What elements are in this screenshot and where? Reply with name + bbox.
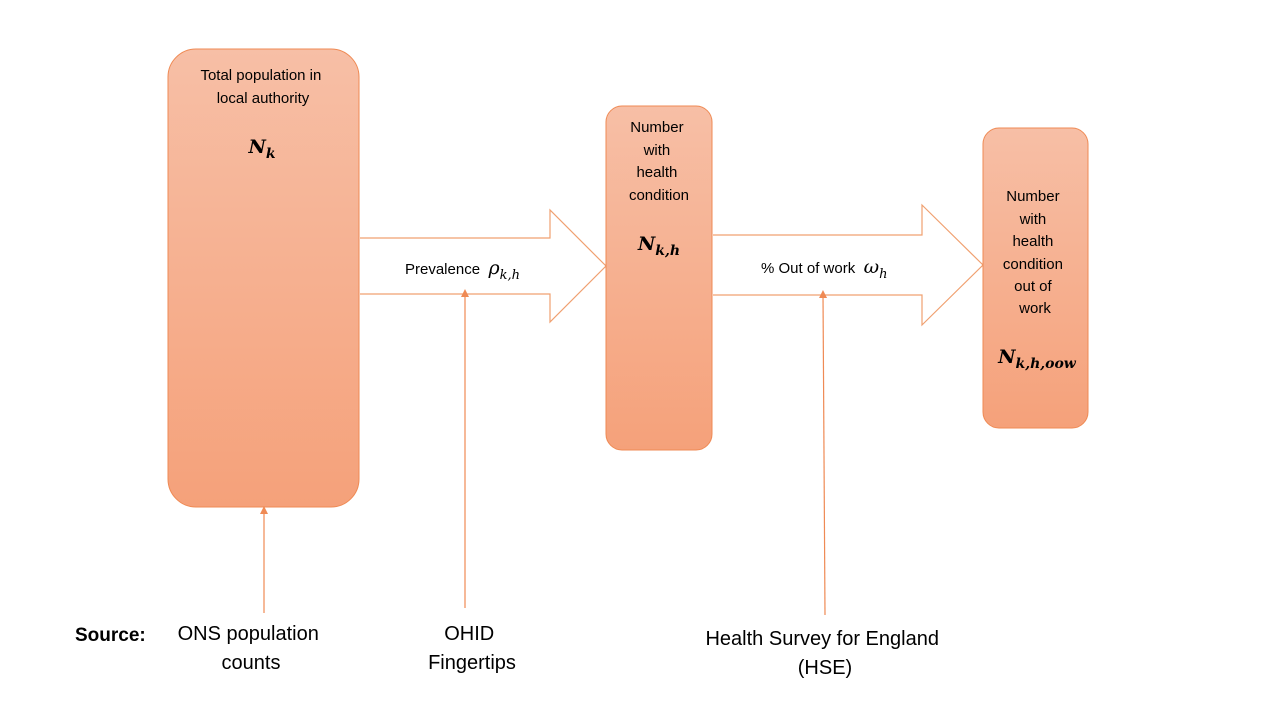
source-ohid: OHID Fingertips bbox=[428, 623, 516, 674]
source-hse: Health Survey for England (HSE) bbox=[705, 628, 944, 679]
condition-symbol: Nk,h bbox=[637, 233, 680, 259]
source-heading: Source: bbox=[75, 625, 146, 646]
population-symbol: Nk bbox=[247, 136, 275, 162]
out-of-work-symbol: Nk,h,oow bbox=[997, 346, 1077, 372]
prevalence-label: Prevalence ρk,h bbox=[405, 257, 520, 283]
hse-pointer-arrow bbox=[819, 290, 828, 616]
out-of-work-box: Number with health condition out of work… bbox=[982, 127, 1089, 429]
out-of-work-arrow: % Out of work ωh bbox=[713, 203, 984, 327]
population-box-label: Total population in local authority bbox=[200, 67, 325, 107]
out-of-work-label: % Out of work ωh bbox=[761, 256, 888, 282]
condition-box-label: Number with health condition bbox=[629, 119, 689, 204]
condition-box: Number with health condition Nk,h bbox=[605, 105, 713, 451]
prevalence-arrow: Prevalence ρk,h bbox=[360, 208, 607, 324]
source-ons: ONS population counts bbox=[178, 623, 325, 674]
out-of-work-box-label: Number with health condition out of work bbox=[1003, 188, 1067, 317]
population-box: Total population in local authority Nk bbox=[167, 48, 360, 508]
